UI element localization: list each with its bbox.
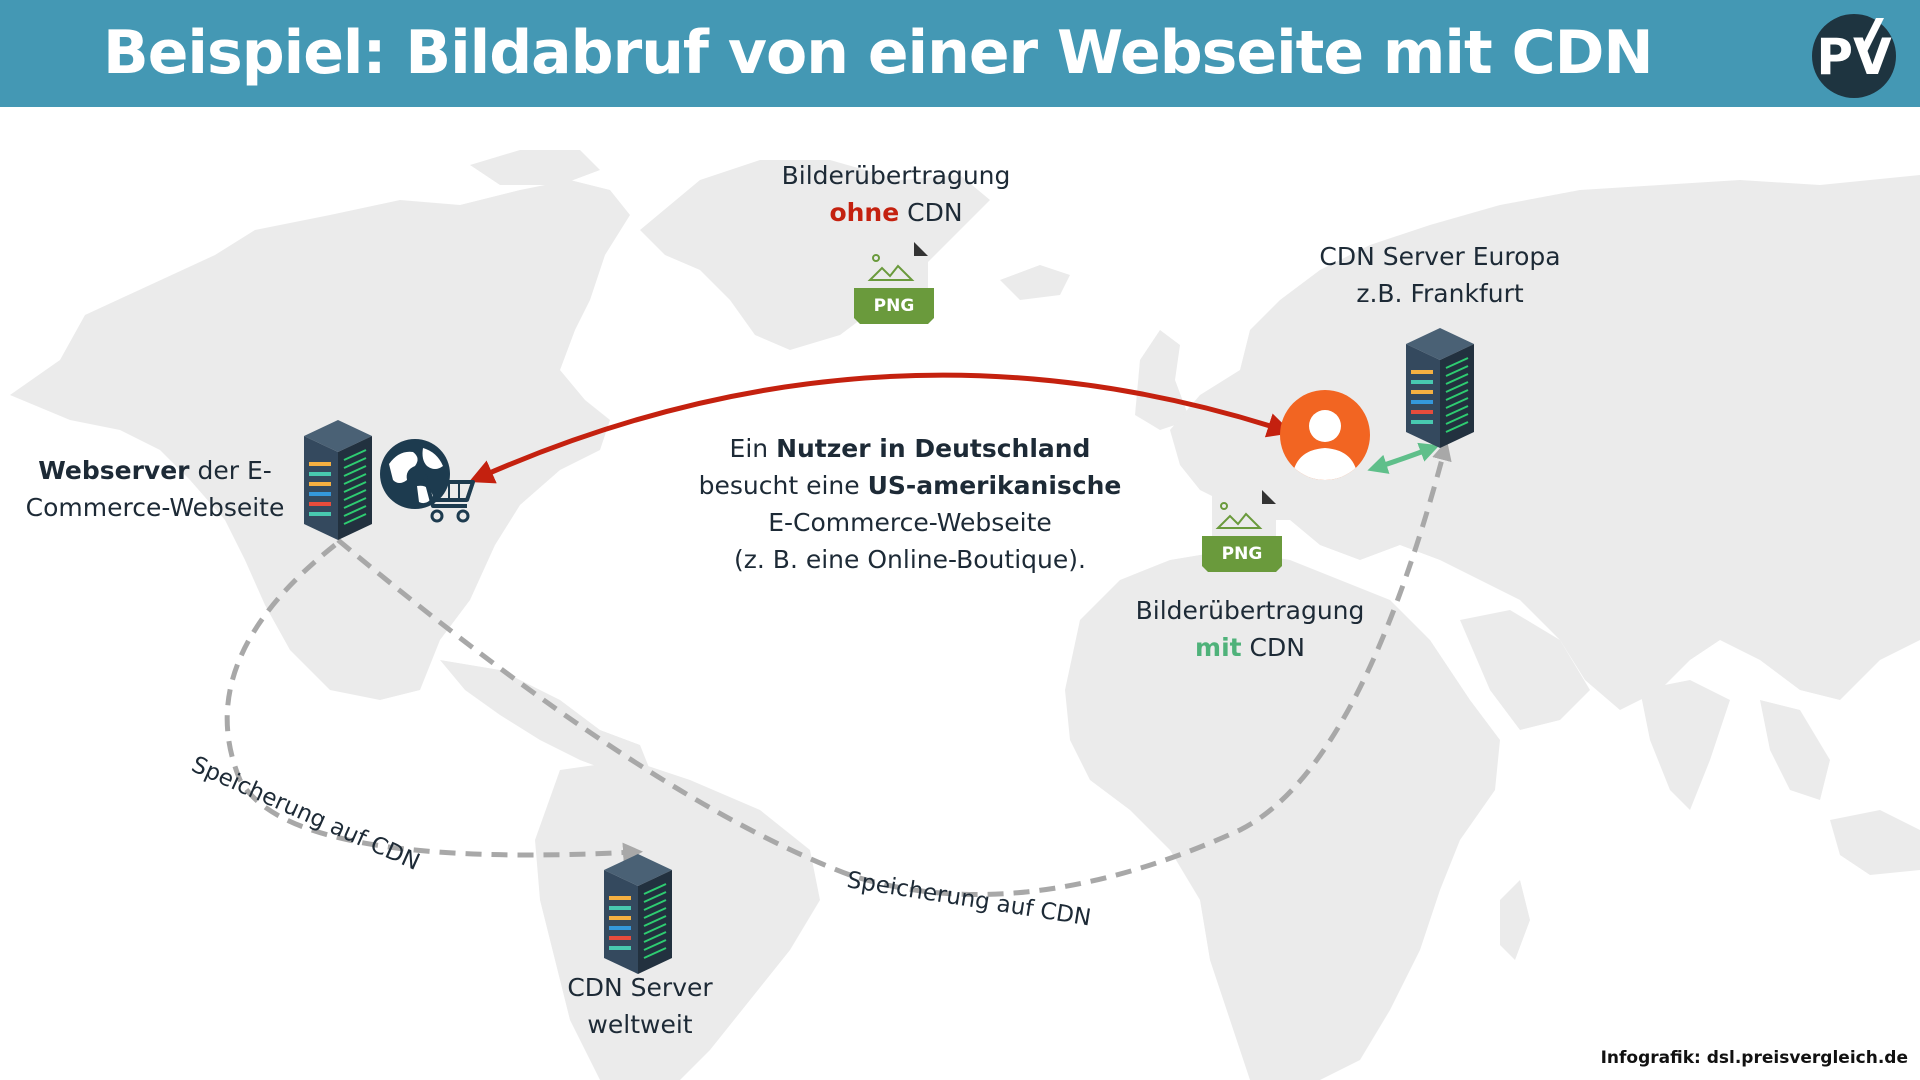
- top-transfer-line1: Bilderübertragung: [781, 161, 1011, 190]
- user-avatar-icon: [1280, 390, 1370, 480]
- top-transfer-emphasis: ohne: [829, 198, 900, 227]
- page-title: Beispiel: Bildabruf von einer Webseite m…: [103, 18, 1654, 88]
- webserver-label-rest: der E-: [189, 456, 272, 485]
- storage-label-right: Speicherung auf CDN: [845, 867, 1093, 931]
- center-l4: (z. B. eine Online-Boutique).: [734, 545, 1086, 574]
- storage-label-left: Speicherung auf CDN: [188, 752, 424, 876]
- cdn-world-line1: CDN Server: [567, 973, 713, 1002]
- center-l3: E-Commerce-Webseite: [768, 508, 1052, 537]
- cdn-europe-line1: CDN Server Europa: [1319, 242, 1561, 271]
- webserver-label: Webserver der E- Commerce-Webseite: [15, 452, 295, 526]
- bottom-transfer-label: Bilderübertragung mit CDN: [1110, 592, 1390, 666]
- center-l2-bold: US-amerikanische: [867, 471, 1122, 500]
- center-l1-pre: Ein: [729, 434, 777, 463]
- webserver-label-line2: Commerce-Webseite: [25, 493, 285, 522]
- cdn-world-line2: weltweit: [587, 1010, 693, 1039]
- server-rack-icon: [304, 420, 372, 540]
- center-l2-pre: besucht eine: [698, 471, 868, 500]
- gray-dashed-arrow-left: [224, 543, 643, 863]
- center-l1-bold: Nutzer in Deutschland: [776, 434, 1091, 463]
- server-rack-icon: [1406, 328, 1474, 448]
- pv-logo-icon: PV: [1812, 14, 1896, 98]
- globe-shopping-cart-icon: [380, 439, 475, 523]
- cdn-europe-label: CDN Server Europa z.B. Frankfurt: [1300, 238, 1580, 312]
- cdn-europe-line2: z.B. Frankfurt: [1356, 279, 1524, 308]
- bottom-transfer-emphasis: mit: [1195, 633, 1242, 662]
- top-transfer-label: Bilderübertragung ohne CDN: [756, 157, 1036, 231]
- red-transfer-arrow: [468, 372, 1293, 484]
- header-bar: Beispiel: Bildabruf von einer Webseite m…: [0, 0, 1920, 107]
- png-badge-bottom: PNG: [1222, 544, 1263, 564]
- bottom-transfer-line1: Bilderübertragung: [1135, 596, 1365, 625]
- footer-credit: Infografik: dsl.preisvergleich.de: [1600, 1048, 1908, 1068]
- png-file-icon: PNG: [854, 242, 934, 324]
- green-transfer-arrow: [1367, 442, 1440, 474]
- server-rack-icon: [604, 854, 672, 974]
- webserver-label-bold: Webserver: [38, 456, 190, 485]
- cdn-world-label: CDN Server weltweit: [500, 969, 780, 1043]
- png-badge-top: PNG: [874, 296, 915, 316]
- top-transfer-rest: CDN: [899, 198, 963, 227]
- png-file-icon: PNG: [1202, 490, 1282, 572]
- gray-dashed-arrow-right: [336, 440, 1452, 897]
- logo-text: PV: [1816, 28, 1892, 86]
- bottom-transfer-rest: CDN: [1241, 633, 1305, 662]
- center-description: Ein Nutzer in Deutschland besucht eine U…: [680, 430, 1140, 578]
